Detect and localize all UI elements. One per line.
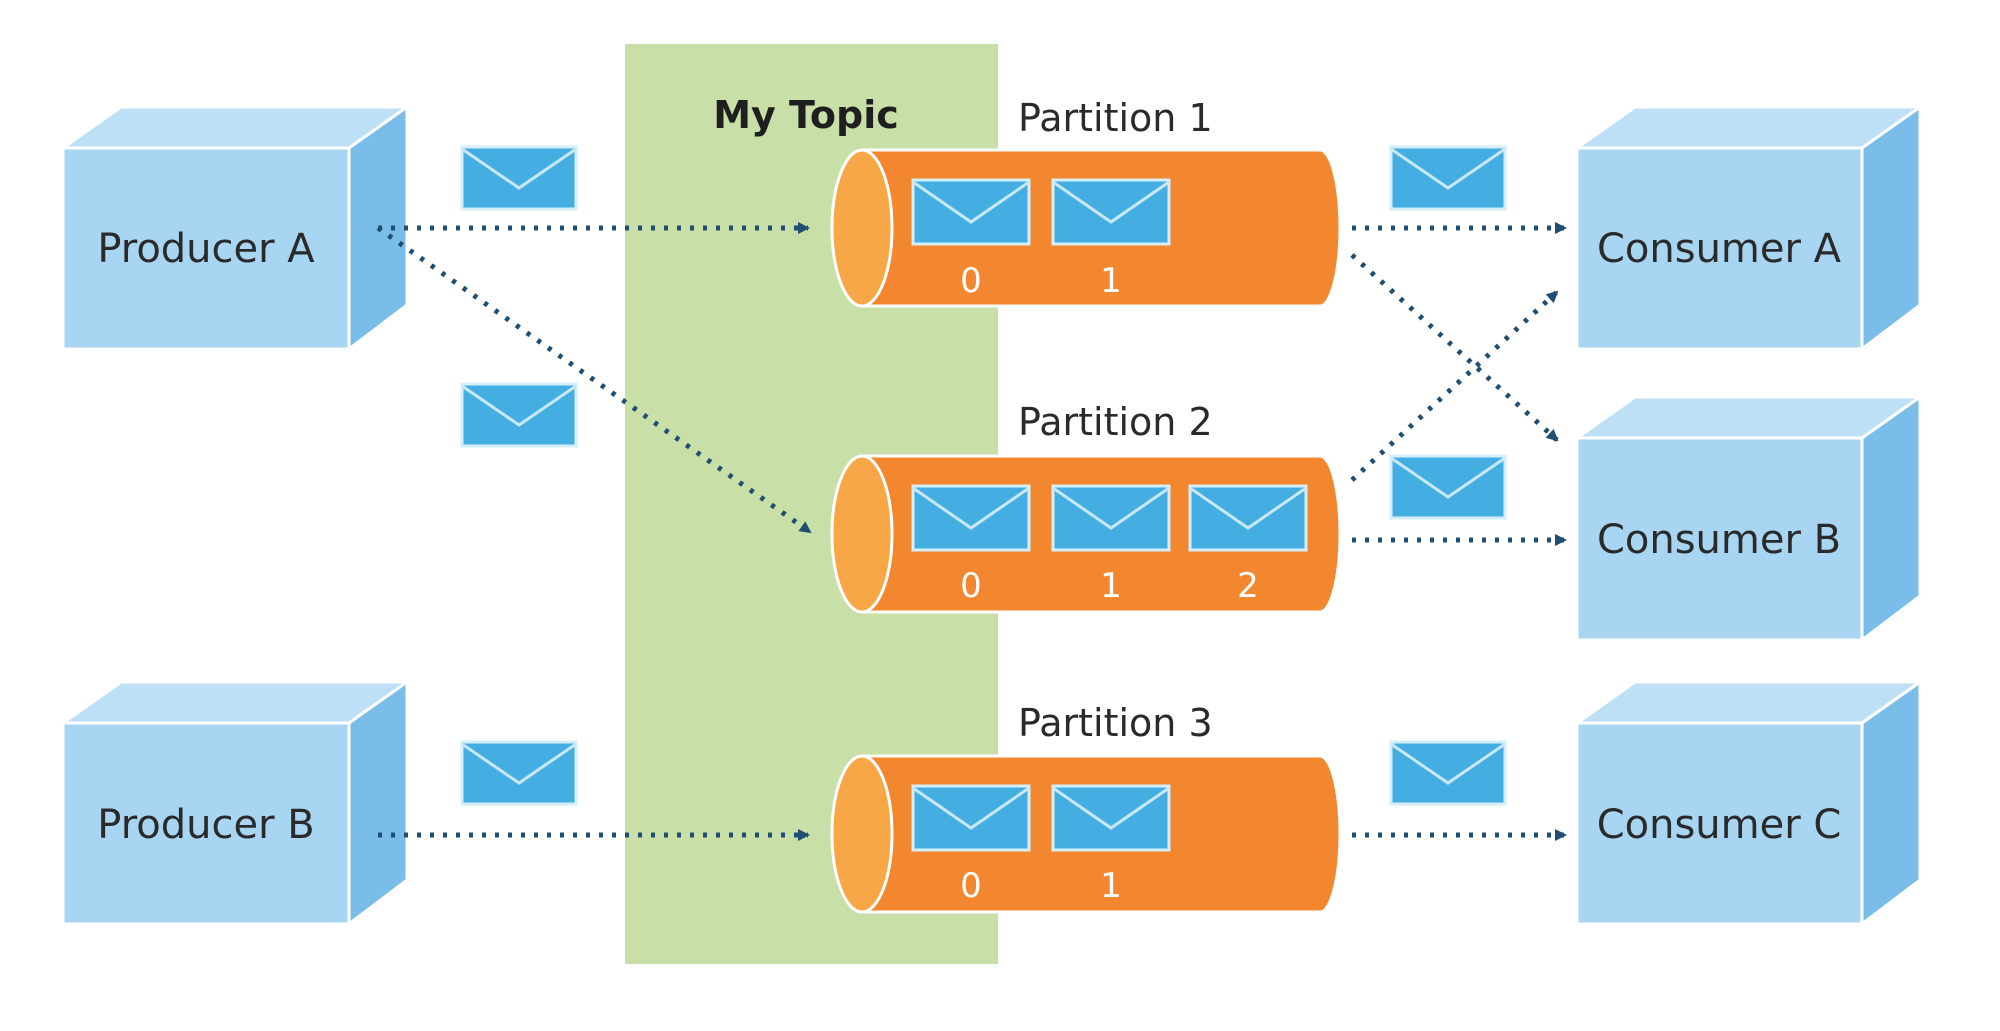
partition-3-offset-0: 0: [960, 866, 982, 906]
partition-2-message-1: [1051, 484, 1171, 552]
message-envelope-icon: [1389, 454, 1507, 520]
partition-1-message-1: [1051, 178, 1171, 246]
partition-3-label: Partition 3: [1018, 701, 1213, 745]
arrow-partition-1-to-consumer-b: [1350, 253, 1559, 442]
partition-3-message-0: [911, 784, 1031, 852]
partition-2-offset-1: 1: [1100, 566, 1122, 606]
consumer-b-label: Consumer B: [1597, 517, 1841, 563]
arrow-partition-2-to-consumer-a: [1350, 290, 1559, 482]
partition-3-offset-1: 1: [1100, 866, 1122, 906]
producer-b-box: Producer B: [58, 679, 412, 928]
topic-label: My Topic: [713, 93, 899, 137]
partition-2-label: Partition 2: [1018, 400, 1213, 444]
message-envelope-icon: [460, 382, 578, 448]
producer-a-label: Producer A: [97, 226, 315, 272]
partition-1-offset-0: 0: [960, 261, 982, 301]
partition-3-message-1: [1051, 784, 1171, 852]
consumer-a-box: Consumer A: [1572, 104, 1925, 353]
partition-1-message-0: [911, 178, 1031, 246]
partition-2-offset-0: 0: [960, 566, 982, 606]
message-envelope-icon: [460, 740, 578, 806]
consumer-c-box: Consumer C: [1572, 679, 1925, 928]
partition-2-message-0: [911, 484, 1031, 552]
partition-1-label: Partition 1: [1018, 96, 1213, 140]
consumer-b-box: Consumer B: [1572, 394, 1925, 644]
consumer-c-label: Consumer C: [1597, 802, 1842, 848]
message-envelope-icon: [1389, 145, 1507, 211]
message-envelope-icon: [460, 145, 578, 211]
producer-a-box: Producer A: [58, 104, 412, 353]
partition-2-offset-2: 2: [1237, 566, 1259, 606]
consumer-a-label: Consumer A: [1597, 226, 1842, 272]
partition-1-offset-1: 1: [1100, 261, 1122, 301]
partition-2-message-2: [1188, 484, 1308, 552]
producer-b-label: Producer B: [97, 802, 314, 848]
message-envelope-icon: [1389, 740, 1507, 806]
